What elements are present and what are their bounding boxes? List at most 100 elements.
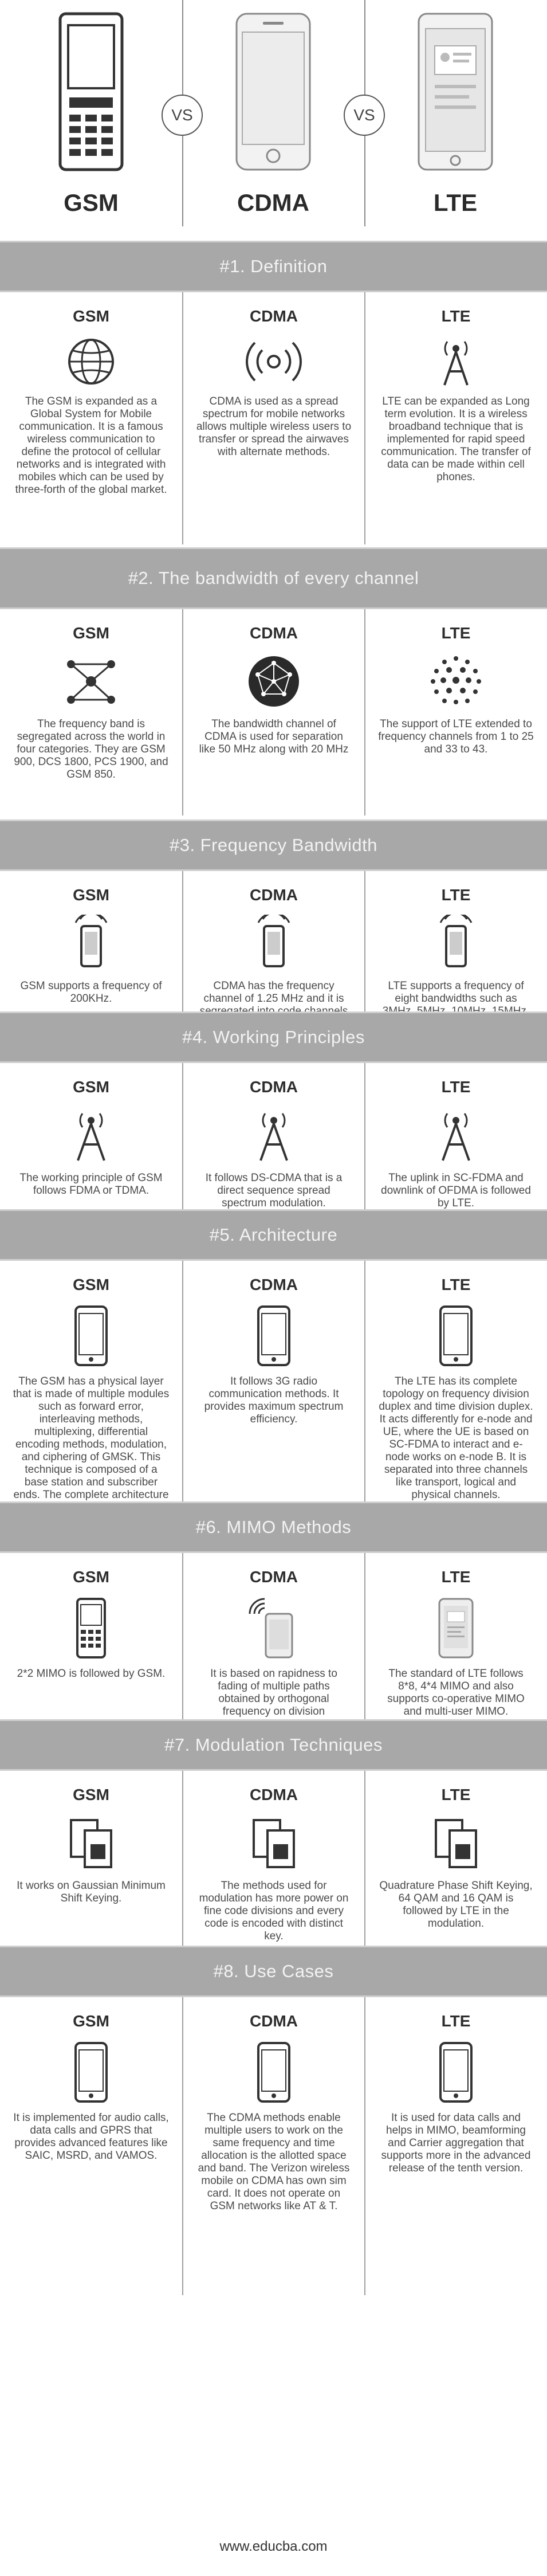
frequency-gsm: GSM supports a frequency of 200KHz. xyxy=(20,980,162,1005)
definition-gsm: The GSM is expanded as a Global System f… xyxy=(15,395,167,496)
column-lte: LTE It is used for data calls and helps … xyxy=(364,1997,546,2295)
column-title: GSM xyxy=(73,886,109,904)
header: GSM CDMA LTE xyxy=(0,0,547,226)
sim-cards-icon xyxy=(70,1819,112,1868)
column-title: GSM xyxy=(73,2012,109,2030)
section-title: #5. Architecture xyxy=(0,1209,547,1261)
header-label-cdma: CDMA xyxy=(237,189,309,216)
definition-cdma: CDMA is used as a spread spectrum for mo… xyxy=(196,395,352,458)
antenna-tower-icon xyxy=(77,1113,105,1161)
use-cases-gsm: It is implemented for audio calls, data … xyxy=(13,2112,169,2162)
working-lte: The uplink in SC-FDMA and downlink of OF… xyxy=(381,1172,531,1209)
column-title: LTE xyxy=(441,886,471,904)
column-lte: LTE The uplink in SC-FDMA and downlink o… xyxy=(364,1063,546,1258)
modulation-cdma: The methods used for modulation has more… xyxy=(199,1880,349,1942)
vs-badge: VS xyxy=(344,95,385,136)
smartphone-icon xyxy=(439,1305,473,1366)
footer-url[interactable]: www.educba.com xyxy=(219,2539,328,2554)
bandwidth-cdma: The bandwidth channel of CDMA is used fo… xyxy=(199,718,349,755)
network-sphere-icon xyxy=(249,656,299,707)
column-title: LTE xyxy=(441,1078,471,1096)
bandwidth-gsm: The frequency band is segregated across … xyxy=(14,718,168,781)
section-title: #2. The bandwidth of every channel xyxy=(0,547,547,609)
working-gsm: The working principle of GSM follows FDM… xyxy=(19,1172,163,1197)
antenna-tower-icon xyxy=(443,341,469,386)
sim-cards-icon xyxy=(253,1819,295,1868)
section-title: #6. MIMO Methods xyxy=(0,1501,547,1553)
modulation-gsm: It works on Gaussian Minimum Shift Keyin… xyxy=(17,1880,166,1904)
tablet-document-icon xyxy=(418,13,493,171)
column-title: CDMA xyxy=(250,1568,298,1586)
wireless-signal-icon xyxy=(246,342,302,382)
section-modulation-techniques: #7. Modulation Techniques GSM It works o… xyxy=(0,1719,547,1989)
column-lte: LTE The standard of LTE follows 8*8, 4*4… xyxy=(364,1553,546,1759)
phone-wifi-icon xyxy=(249,1598,293,1658)
smartphone-icon xyxy=(439,2042,473,2103)
section-working-principles: #4. Working Principles GSM The working p… xyxy=(0,1011,547,1260)
column-title: CDMA xyxy=(250,2012,298,2030)
column-title: LTE xyxy=(441,624,471,642)
smartphone-icon xyxy=(74,1305,108,1366)
column-title: CDMA xyxy=(250,1786,298,1803)
mimo-gsm: 2*2 MIMO is followed by GSM. xyxy=(17,1668,166,1680)
smartphone-icon xyxy=(257,1305,290,1366)
section-title: #3. Frequency Bandwidth xyxy=(0,820,547,871)
architecture-lte: The LTE has its complete topology on fre… xyxy=(379,1375,533,1501)
column-cdma: CDMA CDMA is used as a spread spectrum f… xyxy=(182,292,364,544)
column-lte: LTE Quadrature Phase Shift Keying, 64 QA… xyxy=(364,1771,546,1989)
definition-lte: LTE can be expanded as Long term evoluti… xyxy=(381,395,531,483)
phone-signal-icon xyxy=(439,915,473,967)
section-definition: #1. Definition GSM The GSM is expanded a… xyxy=(0,241,547,544)
header-label-lte: LTE xyxy=(433,189,478,216)
section-title: #8. Use Cases xyxy=(0,1946,547,1997)
column-title: CDMA xyxy=(250,1078,298,1096)
smartphone-icon xyxy=(74,2042,108,2103)
column-gsm: GSM The frequency band is segregated acr… xyxy=(0,609,182,815)
bandwidth-lte: The support of LTE extended to frequency… xyxy=(378,718,534,755)
column-lte: LTE The support of LTE extended to frequ… xyxy=(364,609,546,815)
column-title: LTE xyxy=(441,1786,471,1803)
column-title: CDMA xyxy=(250,1276,298,1293)
vs-badge: VS xyxy=(162,95,203,136)
use-cases-cdma: The CDMA methods enable multiple users t… xyxy=(198,2112,350,2212)
column-title: CDMA xyxy=(250,624,298,642)
mimo-lte: The standard of LTE follows 8*8, 4*4 MIM… xyxy=(387,1668,525,1718)
column-title: GSM xyxy=(73,1568,109,1586)
column-gsm: GSM The GSM is expanded as a Global Syst… xyxy=(0,292,182,544)
header-label-gsm: GSM xyxy=(64,189,119,216)
column-lte: LTE The LTE has its complete topology on… xyxy=(364,1261,546,1547)
header-gsm: GSM xyxy=(0,0,182,226)
use-cases-lte: It is used for data calls and helps in M… xyxy=(381,2112,531,2174)
section-mimo-methods: #6. MIMO Methods GSM 2*2 MIMO is followe… xyxy=(0,1501,547,1759)
tablet-document-icon xyxy=(438,1598,474,1658)
header-cdma: CDMA xyxy=(182,0,364,226)
column-lte: LTE LTE can be expanded as Long term evo… xyxy=(364,292,546,544)
modulation-lte: Quadrature Phase Shift Keying, 64 QAM an… xyxy=(379,1880,533,1930)
column-gsm: GSM The working principle of GSM follows… xyxy=(0,1063,182,1258)
column-gsm: GSM It is implemented for audio calls, d… xyxy=(0,1997,182,2295)
section-bandwidth-channel: #2. The bandwidth of every channel GSM T… xyxy=(0,547,547,815)
column-gsm: GSM GSM supports a frequency of 200KHz. xyxy=(0,871,182,1060)
column-gsm: GSM It works on Gaussian Minimum Shift K… xyxy=(0,1771,182,1989)
column-title: GSM xyxy=(73,624,109,642)
dotted-globe-icon xyxy=(431,656,481,704)
header-lte: LTE xyxy=(364,0,546,226)
column-cdma: CDMA The CDMA methods enable multiple us… xyxy=(182,1997,364,2295)
phone-signal-icon xyxy=(257,915,290,967)
feature-phone-icon xyxy=(58,12,124,171)
column-title: LTE xyxy=(441,2012,471,2030)
feature-phone-icon xyxy=(76,1598,106,1658)
column-title: GSM xyxy=(73,1276,109,1293)
column-title: GSM xyxy=(73,307,109,325)
smartphone-icon xyxy=(235,13,311,171)
column-cdma: CDMA The bandwidth channel of CDMA is us… xyxy=(182,609,364,815)
column-cdma: CDMA The methods used for modulation has… xyxy=(182,1771,364,1989)
section-architecture: #5. Architecture GSM The GSM has a physi… xyxy=(0,1209,547,1547)
column-title: CDMA xyxy=(250,307,298,325)
column-title: GSM xyxy=(73,1786,109,1803)
column-title: LTE xyxy=(441,1568,471,1586)
antenna-tower-icon xyxy=(442,1113,470,1161)
column-title: CDMA xyxy=(250,886,298,904)
column-cdma: CDMA It follows 3G radio communication m… xyxy=(182,1261,364,1547)
smartphone-icon xyxy=(257,2042,290,2103)
